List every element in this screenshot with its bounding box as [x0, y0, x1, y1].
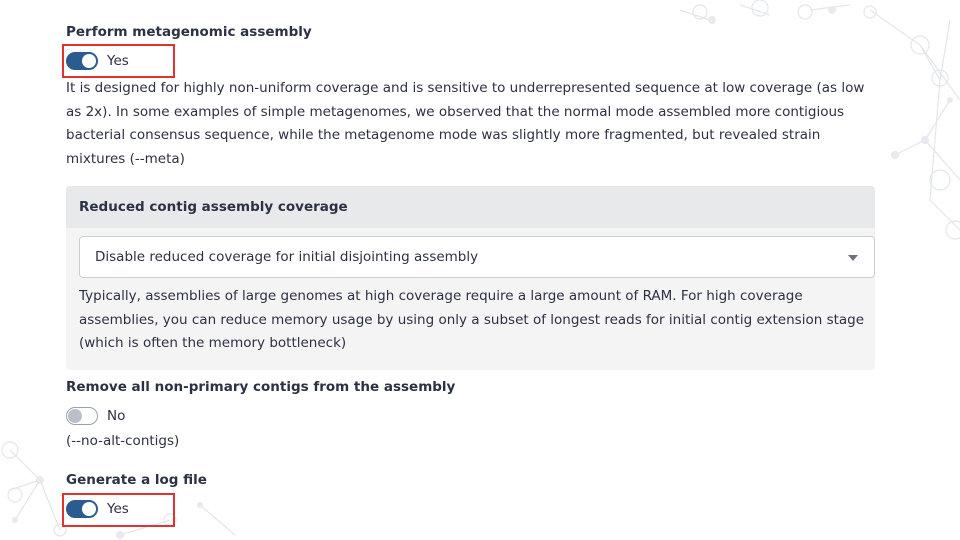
toggle-knob	[82, 502, 96, 516]
log-file-label: Generate a log file	[66, 472, 207, 488]
remove-contigs-label: Remove all non-primary contigs from the …	[66, 379, 456, 395]
toggle-switch-on[interactable]	[66, 52, 98, 70]
reduced-coverage-panel: Reduced contig assembly coverage Disable…	[66, 186, 875, 370]
metagenomic-assembly-help: It is designed for highly non-uniform co…	[66, 80, 865, 167]
reduced-coverage-select[interactable]: Disable reduced coverage for initial dis…	[79, 236, 875, 278]
chevron-down-icon	[848, 255, 858, 261]
toggle-state-text: No	[107, 408, 126, 424]
toggle-state-text: Yes	[107, 501, 129, 517]
log-file-toggle[interactable]: Yes	[66, 499, 129, 519]
toggle-switch-off[interactable]	[66, 407, 98, 425]
toggle-knob	[68, 409, 82, 423]
toggle-knob	[82, 54, 96, 68]
reduced-coverage-title: Reduced contig assembly coverage	[79, 199, 348, 215]
toggle-state-text: Yes	[107, 53, 129, 69]
highlight-box-log-file	[62, 493, 175, 527]
remove-contigs-toggle[interactable]: No	[66, 406, 125, 426]
panel-header	[66, 186, 875, 228]
metagenomic-assembly-toggle[interactable]: Yes	[66, 51, 129, 71]
metagenomic-assembly-label: Perform metagenomic assembly	[66, 24, 312, 40]
highlight-box-metagenomic	[62, 44, 175, 78]
toggle-switch-on[interactable]	[66, 500, 98, 518]
remove-contigs-help: (--no-alt-contigs)	[66, 433, 180, 449]
reduced-coverage-selected-value: Disable reduced coverage for initial dis…	[95, 249, 479, 265]
reduced-coverage-help: Typically, assemblies of large genomes a…	[79, 288, 865, 351]
